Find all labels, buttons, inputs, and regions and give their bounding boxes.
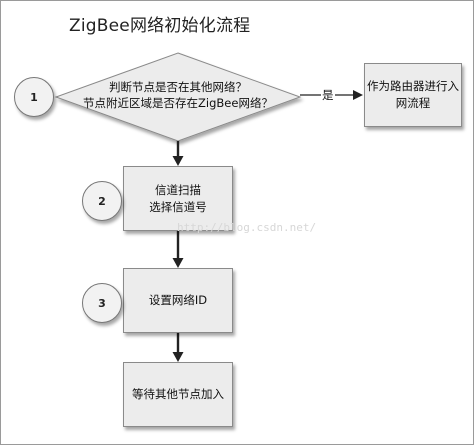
connector-diamond-scan-arrowhead bbox=[172, 156, 184, 166]
yes-label: 是 bbox=[321, 87, 335, 103]
wait-join-box: 等待其他节点加入 bbox=[123, 362, 233, 427]
step-marker-1: 1 bbox=[14, 77, 54, 117]
router-join-line-2: 网流程 bbox=[395, 96, 431, 110]
step-marker-2: 2 bbox=[82, 181, 122, 221]
connector-setid-join-arrowhead bbox=[172, 352, 184, 362]
channel-scan-line-2: 选择信道号 bbox=[149, 199, 207, 214]
decision-text: 判断节点是否在其他网络？ 节点附近区域是否存在ZigBee网络？ bbox=[63, 79, 293, 111]
router-join-box: 作为路由器进行入 网流程 bbox=[364, 63, 462, 127]
step-marker-3: 3 bbox=[82, 283, 122, 323]
decision-line-2: 节点附近区域是否存在ZigBee网络？ bbox=[83, 96, 273, 110]
channel-scan-line-1: 信道扫描 bbox=[155, 182, 201, 197]
set-network-id-box: 设置网络ID bbox=[123, 268, 233, 333]
wait-join-line: 等待其他节点加入 bbox=[132, 387, 224, 401]
connector-yes-arrowhead bbox=[353, 90, 363, 100]
router-join-line-1: 作为路由器进行入 bbox=[367, 79, 459, 93]
diagram-title: ZigBee网络初始化流程 bbox=[69, 16, 251, 36]
watermark: http://blog.csdn.net/ bbox=[177, 221, 317, 234]
channel-scan-box: 信道扫描 选择信道号 bbox=[123, 166, 233, 231]
decision-line-1: 判断节点是否在其他网络？ bbox=[109, 80, 247, 94]
connector-scan-setid-arrowhead bbox=[172, 258, 184, 268]
set-network-id-line: 设置网络ID bbox=[148, 293, 208, 307]
